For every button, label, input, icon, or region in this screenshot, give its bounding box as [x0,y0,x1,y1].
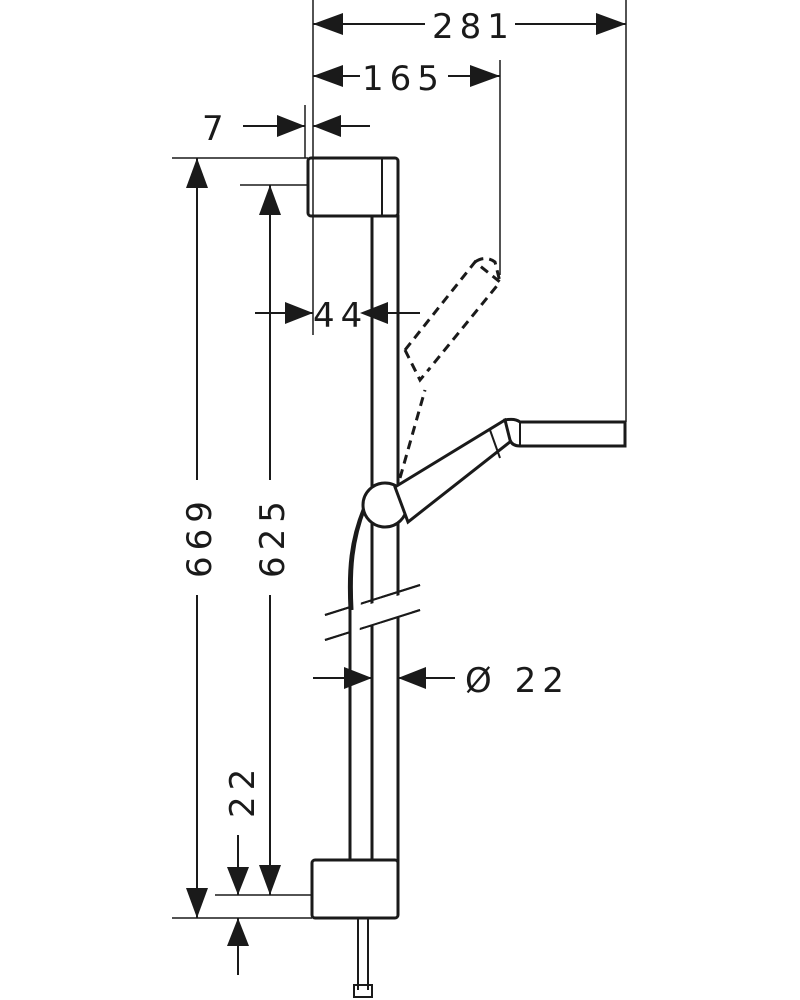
dim-label-bottom-offset: 22 [223,763,263,818]
rail-break-marks [324,584,421,641]
dim-label-rail-diameter: Ø 22 [465,661,570,701]
dimension-bottom-offset: 22 [223,763,263,975]
dim-label-wall-offset: 7 [202,109,230,149]
handshower [393,417,627,525]
dimension-bracket-spacing: 625 [253,185,293,895]
dimension-rail-offset: 44 [255,296,420,336]
dimension-overall-height: 669 [180,158,220,918]
dim-label-bracket-spacing: 625 [253,495,293,578]
dimension-handshower-reach: 165 [313,59,500,99]
top-wall-bracket [306,156,400,218]
shower-rail-assembly [306,156,627,998]
extension-lines [172,0,627,919]
dim-label-rail-offset: 44 [313,296,368,336]
dimension-rail-diameter: Ø 22 [313,661,570,701]
handshower-raised-outline [398,257,503,479]
shower-hose [347,504,373,998]
dimension-wall-offset: 7 [202,109,370,149]
dimension-overall-width: 281 [313,7,626,47]
dim-label-overall-width: 281 [432,7,515,47]
bottom-wall-bracket [310,858,400,920]
dim-label-handshower-reach: 165 [362,59,445,99]
dim-label-overall-height: 669 [180,495,220,578]
